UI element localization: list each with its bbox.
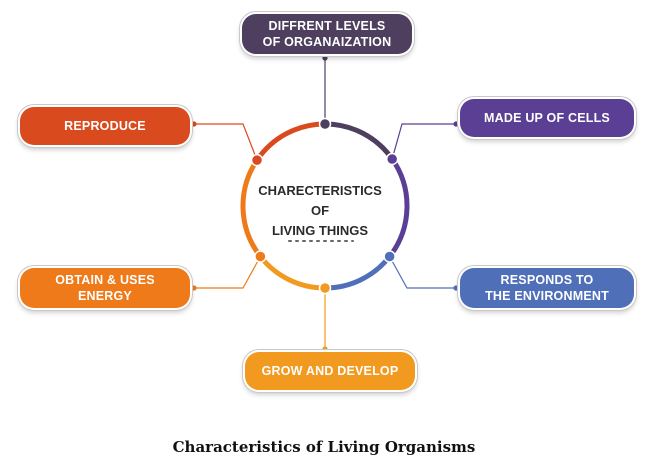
node-grow-and-develop[interactable]: GROW AND DEVELOP <box>245 352 415 390</box>
connector-reproduce <box>194 123 258 161</box>
ring-arc-grow <box>258 254 326 291</box>
center-ring <box>240 121 410 291</box>
node-responds-to-environment[interactable]: RESPONDS TO THE ENVIRONMENT <box>460 268 634 308</box>
ring-dot-responds <box>383 250 396 263</box>
center-disc <box>243 124 407 288</box>
node-made-up-of-cells[interactable]: MADE UP OF CELLS <box>460 99 634 137</box>
connector-cells <box>391 123 456 160</box>
ring-dot-reproduce <box>250 153 264 167</box>
ring-dot-grow <box>318 281 332 295</box>
ring-dot-levels <box>318 117 332 131</box>
ring-arc-cells <box>387 157 410 259</box>
center-title: CHARECTERISTICS OF LIVING THINGS <box>245 181 395 241</box>
ring-dot-cells <box>385 152 399 166</box>
connector-end-dot-responds <box>453 285 459 291</box>
center-title-line-2: OF <box>310 203 330 218</box>
connector-end-dot-grow <box>322 346 328 352</box>
connectors <box>191 55 459 352</box>
center-dotted-divider <box>288 240 354 242</box>
connector-energy <box>194 256 261 289</box>
ring-arc-levels <box>324 121 395 161</box>
ring-arc-responds <box>324 254 392 291</box>
center-title-line-3: LIVING THINGS <box>271 223 369 238</box>
connector-end-dot-cells <box>453 121 459 127</box>
figure-caption: Characteristics of Living Organisms <box>172 438 476 456</box>
connector-responds <box>389 256 456 289</box>
center-title-line-1: CHARECTERISTICS <box>258 183 382 198</box>
ring-arc-energy <box>240 158 263 259</box>
ring-dot-energy <box>254 250 267 263</box>
node-obtain-uses-energy[interactable]: OBTAIN & USES ENERGY <box>20 268 190 308</box>
ring-dots <box>250 117 399 295</box>
connector-end-dot-energy <box>191 285 197 291</box>
node-reproduce[interactable]: REPRODUCE <box>20 107 190 145</box>
node-levels-of-organization[interactable]: DIFFRENT LEVELS OF ORGANAIZATION <box>242 14 412 54</box>
ring-arc-reproduce <box>254 121 326 162</box>
connector-end-dot-levels <box>322 55 328 61</box>
connector-end-dot-reproduce <box>191 121 197 127</box>
